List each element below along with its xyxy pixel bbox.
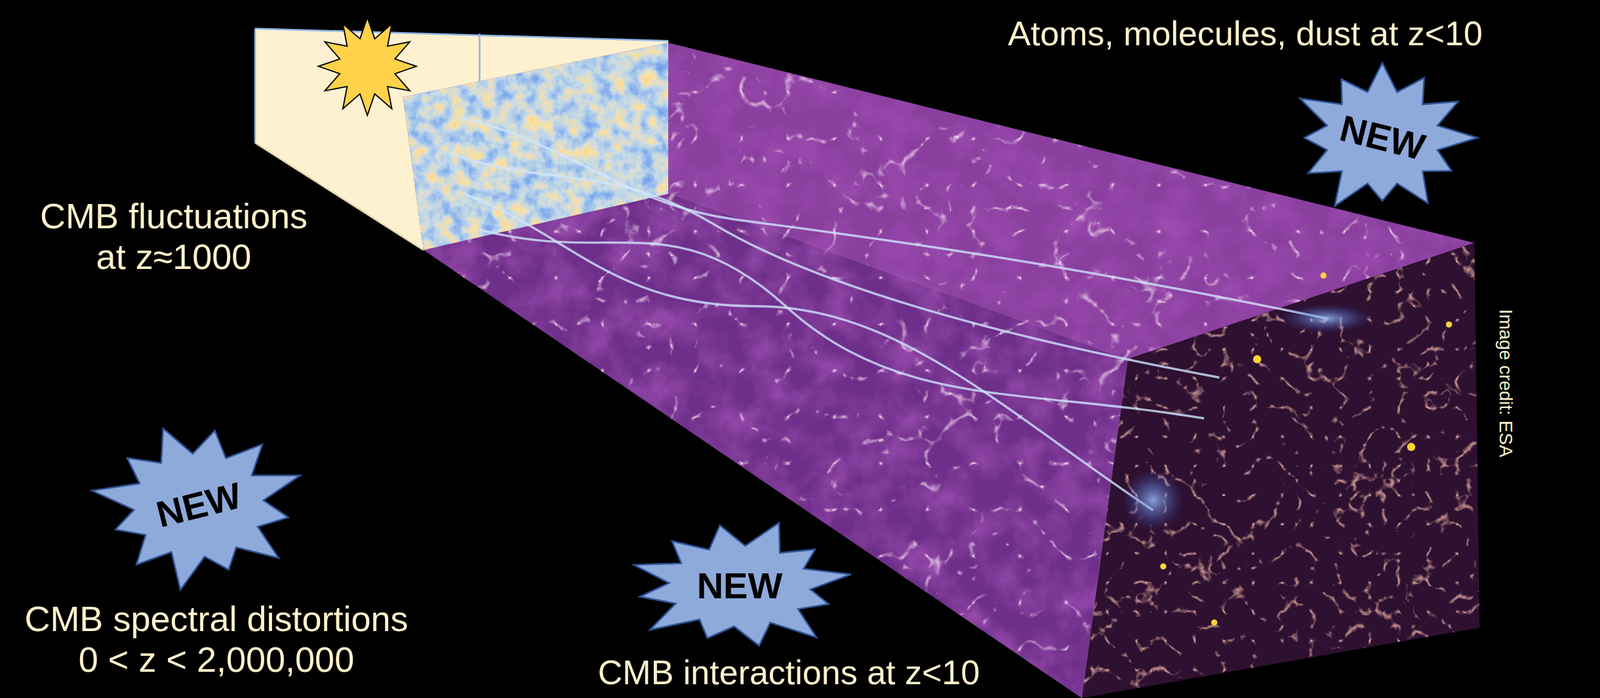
front-web-texture: [1071, 234, 1490, 698]
spectral-distortions-label: CMB spectral distortions 0 < z < 2,000,0…: [21, 598, 412, 680]
burst-text: NEW: [697, 565, 783, 606]
redshift-note: Atoms, molecules, dust at z<10: [1007, 14, 1483, 54]
cmb-fluctuations-label: CMB fluctuations at z≈1000: [37, 195, 311, 277]
burst-outline: [634, 521, 852, 645]
photon-glow: [1280, 304, 1373, 334]
filament-texture: [387, 30, 1500, 698]
prism-texture: [387, 30, 1500, 698]
photon-paths: [449, 117, 1327, 511]
flash-starburst: [318, 17, 417, 115]
filament-texture: [387, 30, 1500, 698]
cmb-map: [398, 35, 674, 255]
new-burst: NEW: [90, 419, 307, 591]
cmb-interactions-label: CMB interactions at z<10: [598, 653, 980, 693]
image-credit: Image credit: ESA: [1495, 308, 1517, 458]
galaxy-clusters: [1160, 272, 1452, 625]
burst-outline: [91, 428, 300, 590]
new-burst: NEW: [1287, 59, 1478, 217]
photon-glow: [1122, 469, 1184, 531]
prism-texture: [387, 30, 1500, 698]
new-burst: NEW: [621, 518, 858, 654]
burst-outline: [1299, 62, 1478, 206]
